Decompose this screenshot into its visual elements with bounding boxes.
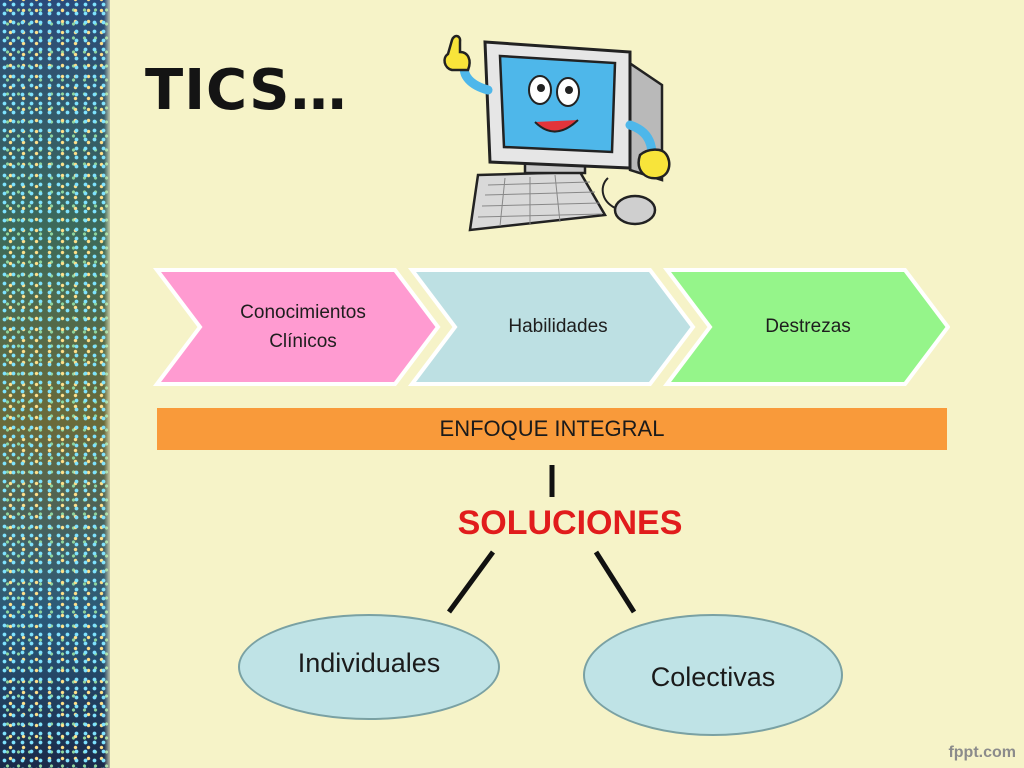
step-shape-2	[407, 268, 696, 386]
oval-colectivas-label: Colectivas	[650, 661, 776, 692]
watermark: fppt.com	[948, 744, 1016, 761]
connector-right	[593, 550, 637, 614]
step-3-line-1: Destrezas	[765, 316, 851, 338]
oval-individuales: Individuales	[238, 614, 500, 720]
step-shape-3	[662, 268, 950, 386]
soluciones-heading: SOLUCIONES	[457, 504, 683, 542]
enfoque-integral-banner: ENFOQUE INTEGRAL	[157, 408, 947, 450]
process-chevrons: Conocimientos Clínicos Habilidades Destr…	[150, 262, 950, 392]
oval-colectivas: Colectivas	[583, 614, 843, 736]
step-label-destrezas: Destrezas	[693, 262, 923, 392]
cartoon-computer-icon	[443, 34, 671, 232]
slide-title: TICS…	[145, 58, 348, 123]
step-shape-1	[152, 268, 441, 386]
connector-left	[446, 550, 496, 614]
step-1-line-2: Clínicos	[269, 331, 337, 352]
step-1-line-1: Conocimientos	[240, 301, 366, 323]
decorative-side-strip	[0, 0, 110, 768]
step-2-line-1: Habilidades	[508, 316, 608, 338]
step-label-conocimientos: Conocimientos Clínicos	[188, 262, 418, 392]
step-label-habilidades: Habilidades	[443, 262, 673, 392]
oval-individuales-label: Individuales	[297, 647, 441, 678]
